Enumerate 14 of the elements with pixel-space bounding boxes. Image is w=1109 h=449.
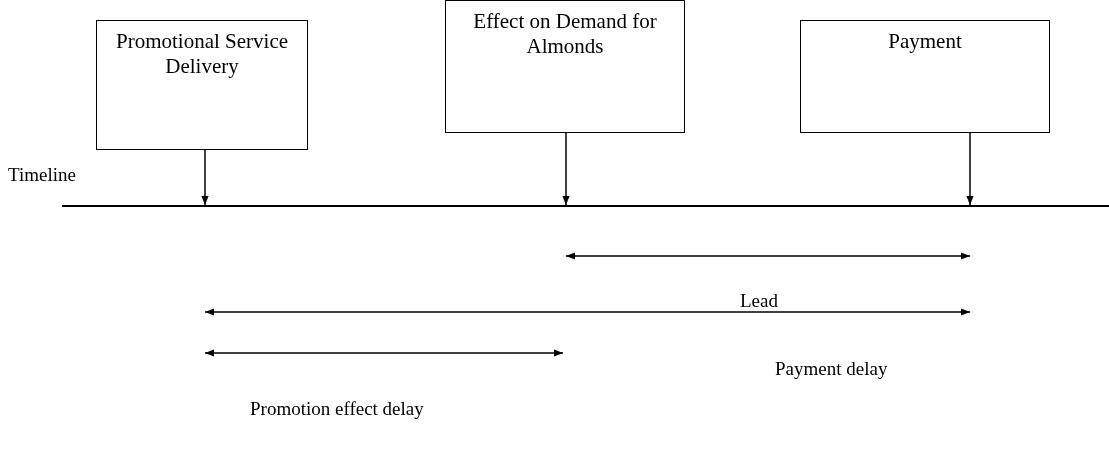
span-label: Payment delay xyxy=(775,358,888,380)
event-box xyxy=(445,0,685,133)
arrow xyxy=(562,132,570,206)
arrow xyxy=(201,149,209,206)
axis-label: Timeline xyxy=(8,164,76,186)
event-title: Payment xyxy=(888,29,962,54)
event-box xyxy=(96,20,308,150)
event-box xyxy=(800,20,1050,133)
event-title: Promotional Service Delivery xyxy=(114,29,290,79)
timeline-axis xyxy=(61,205,1109,207)
span-label: Lead xyxy=(740,290,778,312)
arrow xyxy=(966,132,974,206)
span-label: Promotion effect delay xyxy=(250,398,424,420)
event-title: Effect on Demand for Almonds xyxy=(472,9,658,59)
